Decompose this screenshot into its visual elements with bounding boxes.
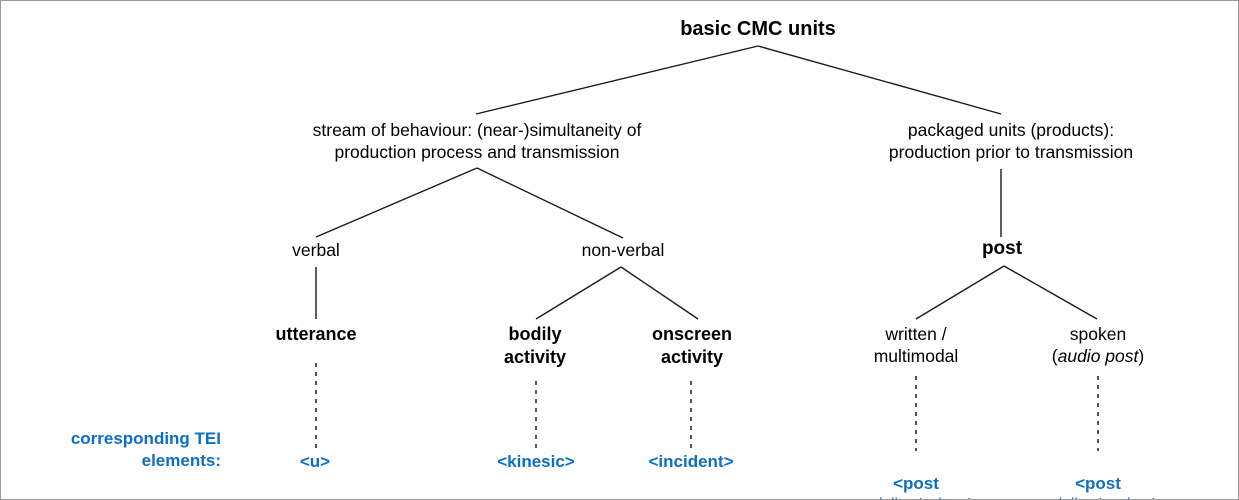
node-audio-post-italic: audio post [1057, 346, 1139, 367]
node-spoken-paren-open: ( [1051, 346, 1058, 367]
edge-stream-to-nonverbal [476, 167, 624, 239]
tei-element-post-spoken: <post modality='spoken'> [968, 451, 1228, 499]
tei-element-post-written: <post modality='written'> [786, 451, 1046, 499]
node-written-multimodal: written / multimodal [873, 324, 959, 367]
edge-root-to-packaged [757, 45, 1002, 115]
node-stream-of-behaviour: stream of behaviour: (near-)simultaneity… [312, 120, 642, 163]
edge-nonverbal-to-onscreen [620, 266, 699, 320]
tei-elements-caption: corresponding TEI elements: [70, 429, 221, 471]
edge-post-to-written [915, 265, 1005, 320]
tei-element-u: <u> [299, 452, 331, 471]
node-spoken-paren-close: ) [1138, 346, 1145, 367]
tei-post-written-attribute: modality='written'> [786, 495, 1046, 499]
tei-element-kinesic: <kinesic> [497, 452, 575, 471]
node-post: post [981, 238, 1023, 259]
tei-post-spoken-attribute: modality='spoken'> [968, 495, 1228, 499]
node-bodily-activity: bodily activity [503, 324, 567, 368]
node-basic-cmc-units: basic CMC units [680, 18, 836, 40]
node-verbal: verbal [292, 240, 340, 260]
node-onscreen-activity: onscreen activity [651, 324, 733, 368]
tei-post-written-tag: <post [893, 474, 939, 494]
node-non-verbal: non-verbal [581, 240, 665, 260]
node-spoken-label: spoken [1069, 324, 1127, 344]
edge-stream-to-verbal [315, 167, 478, 238]
node-packaged-units: packaged units (products): production pr… [888, 120, 1134, 163]
node-utterance: utterance [275, 324, 357, 344]
edge-nonverbal-to-bodily [535, 266, 622, 320]
tei-element-incident: <incident> [648, 452, 734, 471]
edge-root-to-stream [475, 45, 759, 115]
edge-post-to-spoken [1003, 265, 1098, 320]
node-spoken-audio-post: spoken (audio post) [988, 323, 1208, 368]
tei-post-spoken-tag: <post [1075, 474, 1121, 494]
